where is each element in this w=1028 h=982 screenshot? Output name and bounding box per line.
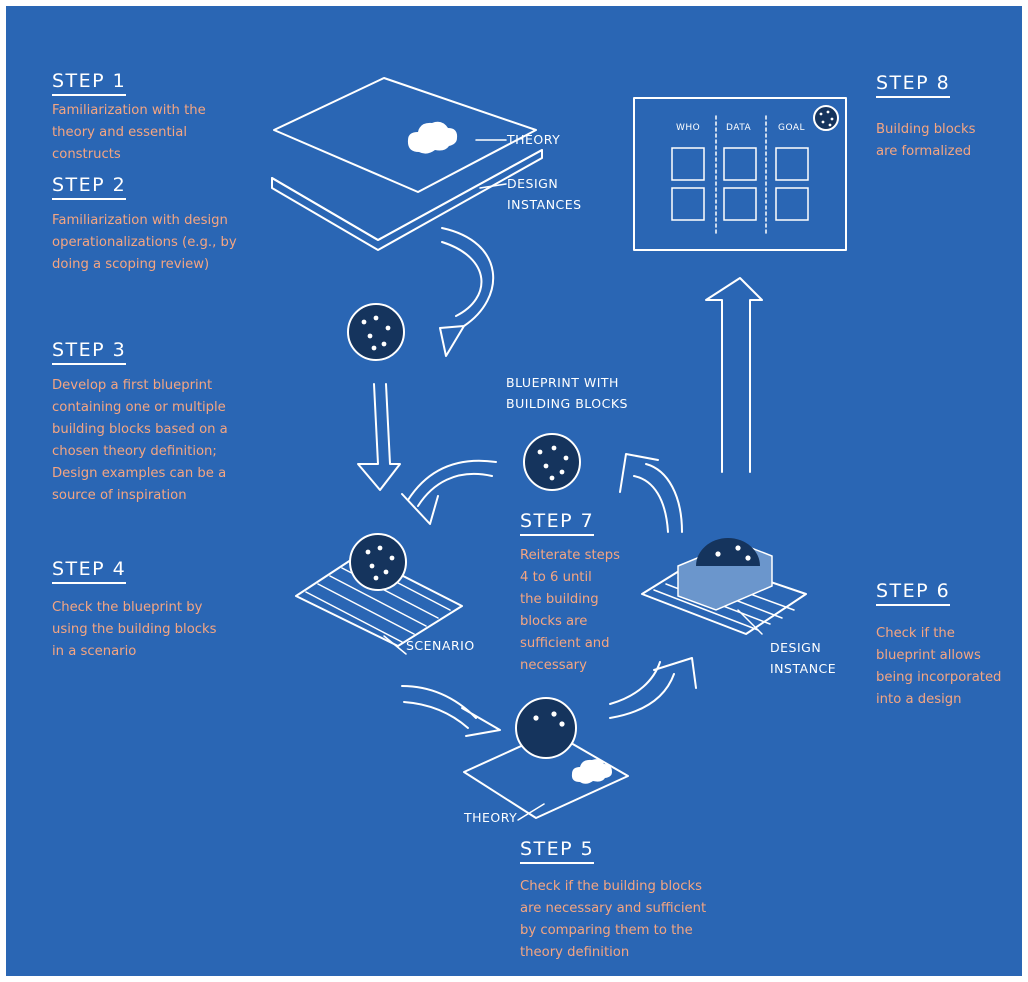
step-3-description: Develop a first blueprint containing one…: [52, 375, 228, 507]
arrow-design-to-blueprint: [619, 453, 683, 533]
step-2-line: doing a scoping review): [52, 257, 210, 272]
step-7-description: Reiterate steps 4 to 6 until the buildin…: [520, 545, 620, 677]
step-3-line: source of inspiration: [52, 488, 187, 503]
theory-layer-stack: [271, 77, 543, 251]
design-instances-label: DESIGN INSTANCES: [507, 173, 582, 215]
step-6-line: Check if the: [876, 626, 955, 641]
label-line: BUILDING BLOCKS: [506, 396, 628, 411]
step-5-line: are necessary and sufficient: [520, 901, 707, 916]
step-7-line: the building: [520, 592, 599, 607]
step-3-line: containing one or multiple: [52, 400, 226, 415]
step-8-title: STEP 8: [876, 72, 951, 98]
blueprint-label: BLUEPRINT WITH BUILDING BLOCKS: [506, 372, 628, 414]
step-1-title: STEP 1: [52, 70, 127, 96]
theory-label-top: THEORY: [507, 132, 561, 147]
step-5-line: theory definition: [520, 945, 630, 960]
step-7-line: 4 to 6 until: [520, 570, 592, 585]
building-block-ball-step3: [347, 303, 405, 361]
step-3-line: Develop a first blueprint: [52, 378, 213, 393]
step-6-title: STEP 6: [876, 580, 951, 606]
step-4-line: Check the blueprint by: [52, 600, 203, 615]
board-header-goal: GOAL: [778, 123, 805, 133]
step-7-line: blocks are: [520, 614, 588, 629]
design-instance-label: DESIGN INSTANCE: [770, 637, 836, 679]
step-4-line: using the building blocks: [52, 622, 217, 637]
building-block-ball-blueprint: [523, 433, 581, 491]
arrow-down-to-scenario: [357, 383, 401, 491]
step-7-line: necessary: [520, 658, 587, 673]
step-2-description: Familiarization with design operationali…: [52, 210, 237, 276]
scenario-label: SCENARIO: [406, 638, 475, 653]
step-8-line: Building blocks: [876, 122, 976, 137]
step-5-line: by comparing them to the: [520, 923, 693, 938]
scenario-plane: [295, 553, 463, 655]
building-block-ball-scenario: [349, 533, 407, 591]
step-6-line: into a design: [876, 692, 962, 707]
step-4-line: in a scenario: [52, 644, 137, 659]
step-5-line: Check if the building blocks: [520, 879, 702, 894]
cloud-icon: [571, 759, 612, 784]
step-2-title: STEP 2: [52, 174, 127, 200]
arrow-up-to-formalized: [705, 277, 763, 473]
arrow-theory-to-design: [609, 657, 697, 719]
step-7-line: Reiterate steps: [520, 548, 621, 563]
board-header-who: WHO: [676, 123, 700, 133]
step-6-line: being incorporated: [876, 670, 1002, 685]
step-2-line: Familiarization with design: [52, 213, 228, 228]
step-6-description: Check if the blueprint allows being inco…: [876, 623, 1001, 711]
step-6-line: blueprint allows: [876, 648, 981, 663]
formalized-board: WHO DATA GOAL: [633, 97, 847, 251]
step-5-title: STEP 5: [520, 838, 595, 864]
diagram-board: WHO DATA GOAL STEP 1 Familiarization wit…: [6, 6, 1022, 976]
step-4-description: Check the blueprint by using the buildin…: [52, 597, 217, 663]
step-2-line: operationalizations (e.g., by: [52, 235, 237, 250]
arrow-to-blueprint: [439, 227, 495, 357]
label-line: INSTANCE: [770, 661, 837, 676]
step-3-line: building blocks based on a: [52, 422, 228, 437]
step-3-title: STEP 3: [52, 339, 127, 365]
step-1-line: Familiarization with the: [52, 103, 206, 118]
label-line: DESIGN: [507, 176, 559, 191]
step-3-line: Design examples can be a: [52, 466, 227, 481]
step-8-description: Building blocks are formalized: [876, 119, 976, 163]
theory-label-bottom: THEORY: [464, 810, 518, 825]
step-1-description: Familiarization with the theory and esse…: [52, 100, 206, 166]
step-8-line: are formalized: [876, 144, 972, 159]
label-line: INSTANCES: [507, 197, 582, 212]
board-header-data: DATA: [726, 123, 752, 133]
label-line: BLUEPRINT WITH: [506, 375, 619, 390]
step-4-title: STEP 4: [52, 558, 127, 584]
design-instance-block: [641, 538, 807, 635]
label-line: DESIGN: [770, 640, 822, 655]
arrow-blueprint-to-scenario: [401, 459, 497, 525]
arrow-scenario-to-theory: [401, 685, 501, 737]
diagram-illustration: WHO DATA GOAL: [271, 77, 847, 821]
cloud-icon: [407, 121, 458, 154]
step-1-line: constructs: [52, 147, 121, 162]
step-7-title: STEP 7: [520, 510, 595, 536]
step-5-description: Check if the building blocks are necessa…: [520, 876, 706, 964]
step-3-line: chosen theory definition;: [52, 444, 217, 459]
building-block-ball-theory: [515, 697, 577, 759]
step-7-line: sufficient and: [520, 636, 610, 651]
step-1-line: theory and essential: [52, 125, 188, 140]
